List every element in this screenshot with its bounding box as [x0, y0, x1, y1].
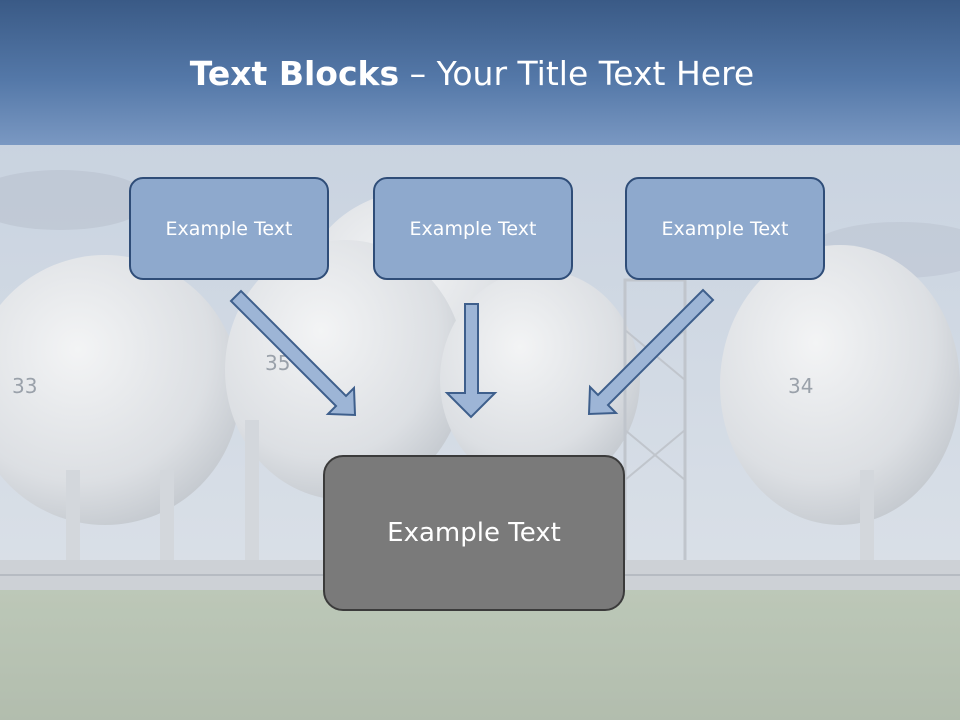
- arrow-center-down: [444, 303, 498, 419]
- tank-number-34: 34: [788, 374, 813, 398]
- title-bar: [0, 0, 960, 145]
- title-rest-text: – Your Title Text Here: [399, 54, 755, 93]
- tank-number-33: 33: [12, 374, 37, 398]
- arrow-right-diagonal: [587, 288, 715, 416]
- arrow-left-diagonal: [229, 289, 357, 417]
- text-block-left[interactable]: Example Text: [129, 177, 329, 280]
- text-block-center[interactable]: Example Text: [373, 177, 573, 280]
- slide-title: Text Blocks – Your Title Text Here: [0, 54, 944, 93]
- text-block-main[interactable]: Example Text: [323, 455, 625, 611]
- text-block-right[interactable]: Example Text: [625, 177, 825, 280]
- title-bold-text: Text Blocks: [189, 54, 400, 93]
